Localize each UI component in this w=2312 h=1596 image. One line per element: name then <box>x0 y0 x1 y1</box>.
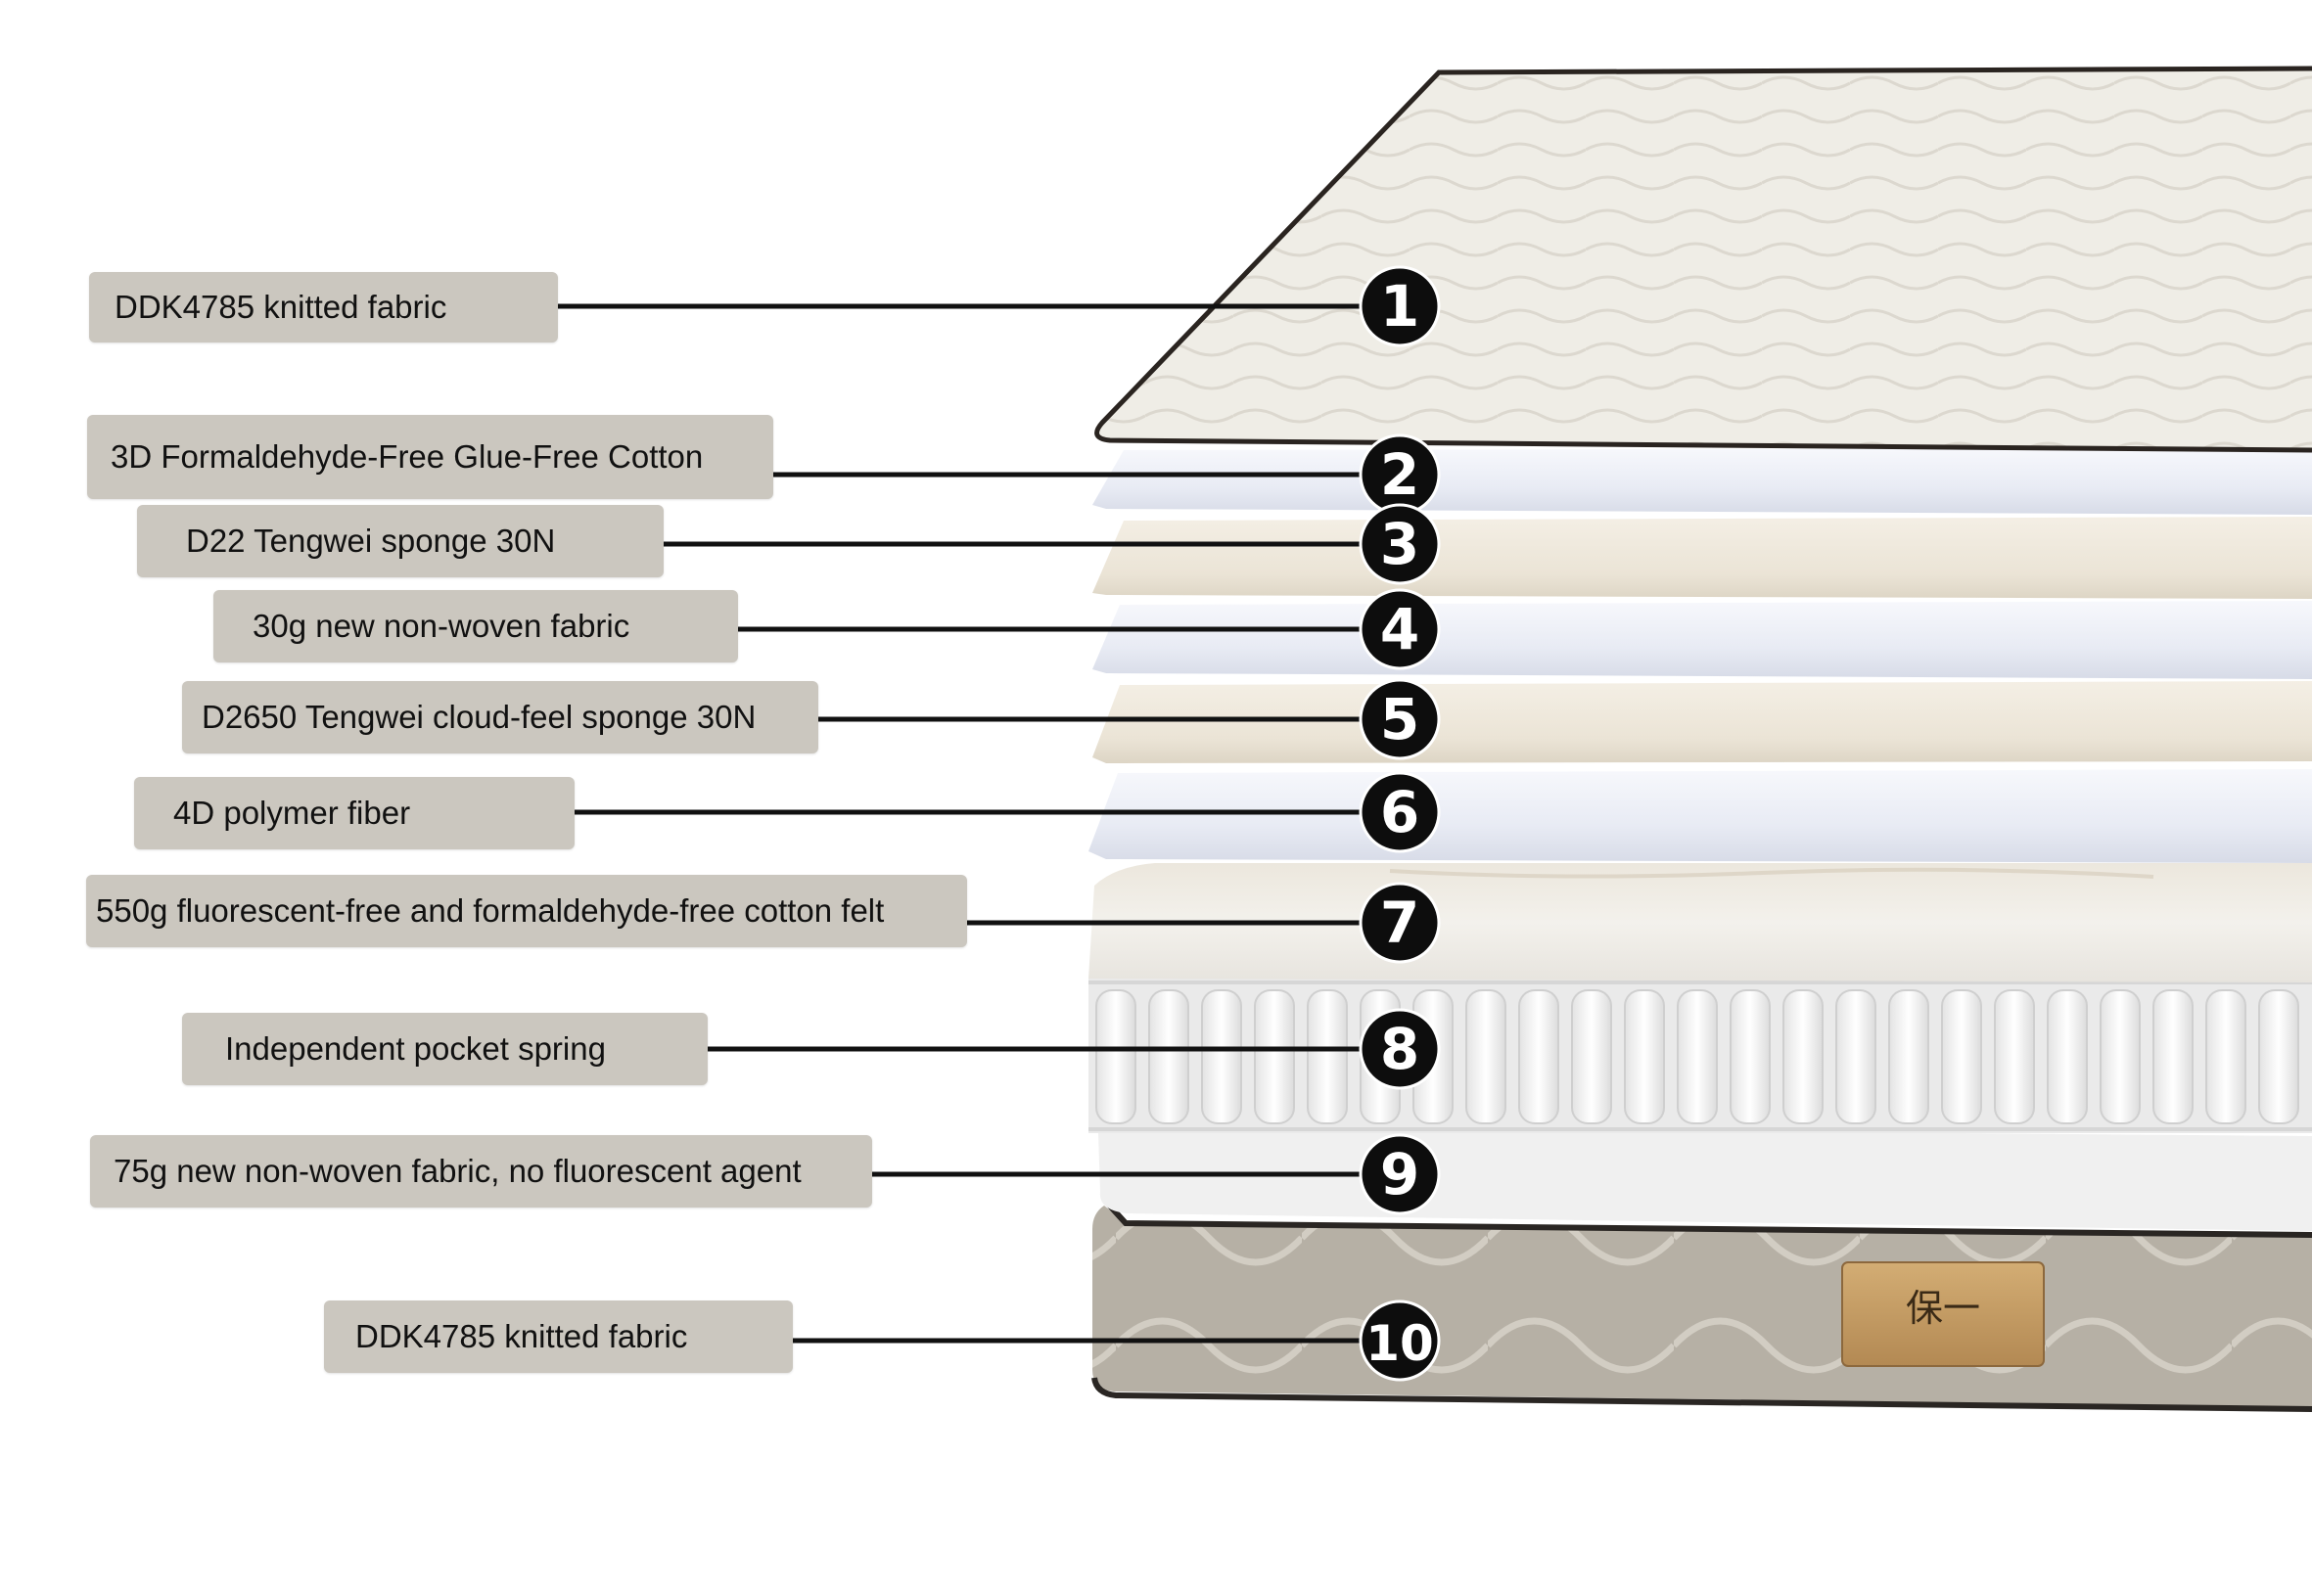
spring-coil <box>1254 989 1295 1124</box>
label-layer-4: 30g new non-woven fabric <box>213 590 738 662</box>
spring-coil <box>1571 989 1612 1124</box>
badge-number: 1 <box>1380 273 1419 340</box>
label-layer-7: 550g fluorescent-free and formaldehyde-f… <box>86 875 967 947</box>
badge-circle <box>1359 771 1441 853</box>
layer-2-shape <box>1092 448 2312 515</box>
spring-coil <box>1677 989 1718 1124</box>
layer-5-shape <box>1092 681 2312 763</box>
badge-circle <box>1359 1300 1441 1382</box>
layer-1-top-panel <box>1094 66 2312 453</box>
badge-number: 3 <box>1380 511 1419 577</box>
spring-coil <box>1941 989 1982 1124</box>
badge-number: 10 <box>1365 1315 1434 1372</box>
label-layer-5: D2650 Tengwei cloud-feel sponge 30N <box>182 681 818 753</box>
label-layer-6: 4D polymer fiber <box>134 777 575 849</box>
label-text: 3D Formaldehyde-Free Glue-Free Cotton <box>111 438 704 475</box>
spring-coil <box>1518 989 1559 1124</box>
badge-number: 5 <box>1380 686 1419 752</box>
spring-coil <box>1624 989 1665 1124</box>
brand-logo-plate <box>1841 1261 2045 1367</box>
label-layer-8: Independent pocket spring <box>182 1013 708 1085</box>
label-text: DDK4785 knitted fabric <box>355 1318 688 1354</box>
spring-coil <box>1994 989 2035 1124</box>
spring-coil <box>1148 989 1189 1124</box>
badge-circle <box>1359 503 1441 585</box>
spring-coil <box>2047 989 2088 1124</box>
layer-10-base-block: 保一 <box>1091 1199 2312 1412</box>
badge-circle <box>1359 678 1441 760</box>
label-text: DDK4785 knitted fabric <box>115 289 447 325</box>
number-badge-3: 3 <box>1359 503 1441 585</box>
layer-6-shape <box>1088 769 2312 863</box>
spring-coil <box>1730 989 1771 1124</box>
badge-number: 7 <box>1380 889 1419 956</box>
label-layer-1: DDK4785 knitted fabric <box>89 272 558 342</box>
label-text: 75g new non-woven fabric, no fluorescent… <box>114 1153 802 1189</box>
badge-circle <box>1359 588 1441 670</box>
label-layer-9: 75g new non-woven fabric, no fluorescent… <box>90 1135 872 1208</box>
label-layer-2: 3D Formaldehyde-Free Glue-Free Cotton <box>87 415 773 499</box>
number-badge-1: 1 <box>1359 265 1441 347</box>
label-text: 550g fluorescent-free and formaldehyde-f… <box>96 892 885 929</box>
badge-number: 8 <box>1380 1016 1419 1082</box>
badge-number: 6 <box>1380 779 1419 845</box>
spring-coil <box>1201 989 1242 1124</box>
layer-4-shape <box>1092 601 2312 679</box>
number-badge-5: 5 <box>1359 678 1441 760</box>
layer-3-shape <box>1092 517 2312 599</box>
badge-circle <box>1359 265 1441 347</box>
spring-coil <box>1782 989 1824 1124</box>
badge-number: 2 <box>1380 441 1419 508</box>
label-text: 30g new non-woven fabric <box>253 608 630 644</box>
label-text: 4D polymer fiber <box>173 795 411 831</box>
label-layer-10: DDK4785 knitted fabric <box>324 1300 793 1373</box>
spring-coil <box>2205 989 2246 1124</box>
spring-coil <box>1095 989 1136 1124</box>
spring-coil <box>2258 989 2299 1124</box>
number-badge-7: 7 <box>1359 882 1441 964</box>
spring-coil <box>1465 989 1506 1124</box>
badge-circle <box>1359 1133 1441 1215</box>
leader-lines <box>558 303 1400 1344</box>
badge-circle <box>1359 1008 1441 1090</box>
badge-number: 9 <box>1380 1141 1419 1208</box>
badge-circle <box>1359 882 1441 964</box>
label-text: Independent pocket spring <box>225 1030 606 1067</box>
spring-coil <box>2100 989 2141 1124</box>
number-badge-4: 4 <box>1359 588 1441 670</box>
spring-coil <box>2152 989 2194 1124</box>
brand-logo-text: 保一 <box>1906 1287 1980 1330</box>
layer-9-shape <box>1098 1123 2312 1231</box>
number-badge-9: 9 <box>1359 1133 1441 1215</box>
badge-number: 4 <box>1380 596 1419 662</box>
spring-coil <box>1888 989 1929 1124</box>
label-layer-3: D22 Tengwei sponge 30N <box>137 505 664 577</box>
label-text: D22 Tengwei sponge 30N <box>186 523 556 559</box>
number-badge-6: 6 <box>1359 771 1441 853</box>
spring-coil <box>1307 989 1348 1124</box>
label-text: D2650 Tengwei cloud-feel sponge 30N <box>202 699 757 735</box>
spring-coil <box>1835 989 1876 1124</box>
number-badge-2: 2 <box>1359 433 1441 516</box>
number-badge-8: 8 <box>1359 1008 1441 1090</box>
number-badge-10: 10 <box>1359 1300 1441 1382</box>
layer-8-springs <box>1088 979 2312 1133</box>
